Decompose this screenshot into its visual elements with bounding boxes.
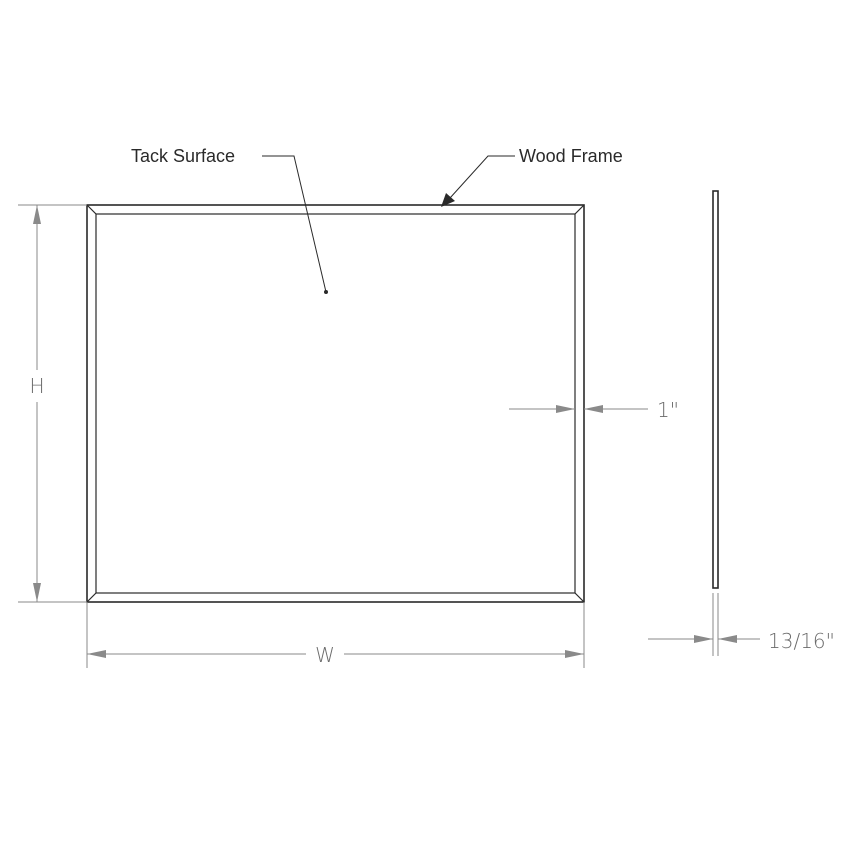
frame-width-label: 1" bbox=[657, 398, 679, 422]
frame-width-arrow-right bbox=[584, 405, 603, 413]
height-arrow-top bbox=[33, 205, 41, 224]
height-dimension: H bbox=[18, 204, 87, 603]
frame-miter-bottom-right bbox=[574, 592, 585, 603]
wood-frame-callout: Wood Frame bbox=[441, 146, 623, 207]
wood-frame-label: Wood Frame bbox=[519, 146, 623, 166]
frame-miter-bottom-left bbox=[86, 592, 97, 603]
width-label: W bbox=[315, 643, 335, 667]
wood-frame-leader bbox=[449, 155, 515, 199]
tack-surface-dot bbox=[324, 290, 328, 294]
height-arrow-bottom bbox=[33, 583, 41, 602]
frame-width-dimension: 1" bbox=[509, 398, 679, 422]
side-profile bbox=[712, 190, 719, 589]
width-arrow-left bbox=[87, 650, 106, 658]
frame-outer-edge bbox=[86, 204, 585, 603]
wood-frame-arrowhead bbox=[441, 193, 455, 207]
front-view bbox=[86, 204, 585, 603]
tack-surface-leader bbox=[262, 155, 327, 293]
frame-miter-top-right bbox=[574, 204, 585, 215]
width-arrow-right bbox=[565, 650, 584, 658]
depth-dimension: 13/16" bbox=[648, 593, 835, 656]
depth-label: 13/16" bbox=[768, 629, 835, 653]
frame-width-arrow-left bbox=[556, 405, 575, 413]
width-dimension: W bbox=[86, 602, 585, 668]
depth-arrow-left bbox=[694, 635, 713, 643]
tack-surface-callout: Tack Surface bbox=[131, 146, 328, 294]
frame-miter-top-left bbox=[86, 204, 97, 215]
tack-surface-area bbox=[95, 213, 576, 594]
tack-surface-label: Tack Surface bbox=[131, 146, 235, 166]
side-view bbox=[712, 190, 719, 589]
depth-arrow-right bbox=[718, 635, 737, 643]
height-label: H bbox=[29, 374, 44, 398]
